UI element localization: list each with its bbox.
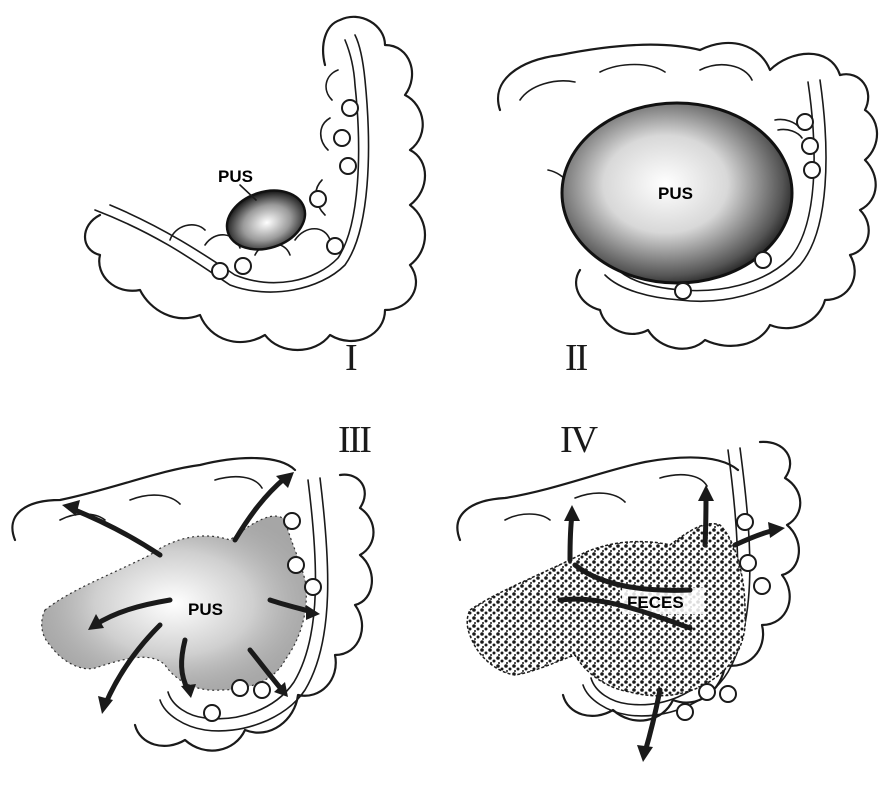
spread-arrow — [735, 530, 775, 545]
diverticulum — [675, 283, 691, 299]
stage-numeral-4: IV — [560, 419, 599, 461]
arrow-head — [637, 745, 653, 762]
spread-arrow — [70, 508, 160, 555]
stage-numeral-3: III — [338, 419, 371, 461]
diverticulum — [802, 138, 818, 154]
panel-stage-2: PUS II — [498, 43, 877, 379]
colon-lumen-line — [110, 40, 359, 283]
diverticulum — [212, 263, 228, 279]
diverticulum — [699, 684, 715, 700]
diverticulum — [677, 704, 693, 720]
diverticulum — [305, 579, 321, 595]
arrow-head — [768, 522, 785, 538]
colon-outer-wall — [85, 17, 425, 350]
pus-abscess-small — [219, 181, 312, 259]
diverticulum — [754, 578, 770, 594]
diverticulum — [204, 705, 220, 721]
diverticulum — [254, 682, 270, 698]
diverticulum — [797, 114, 813, 130]
pus-label-1: PUS — [218, 167, 253, 186]
diverticulum — [737, 514, 753, 530]
pus-label-2: PUS — [658, 184, 693, 203]
diverticulum — [288, 557, 304, 573]
arrow-head — [698, 485, 714, 501]
diverticulum — [340, 158, 356, 174]
pus-spread-region — [42, 516, 307, 690]
diverticulum — [232, 680, 248, 696]
bowel-loop-outline — [498, 43, 840, 110]
diverticulum — [342, 100, 358, 116]
diverticulum — [720, 686, 736, 702]
colon-inner-wall — [95, 35, 368, 292]
arrow-head — [98, 696, 113, 714]
panel-stage-1: PUS I — [85, 17, 425, 379]
diverticulum — [327, 238, 343, 254]
diverticulum — [804, 162, 820, 178]
spread-arrow — [570, 515, 572, 560]
bowel-loop-inner — [520, 65, 752, 101]
panel-stage-4: FECES IV — [457, 419, 800, 762]
bowel-loop-inner — [60, 477, 262, 520]
diverticulum — [334, 130, 350, 146]
bowel-loop-inner — [505, 475, 707, 520]
diverticulum — [755, 252, 771, 268]
panel-stage-3: PUS III — [12, 419, 373, 751]
diverticulum — [740, 555, 756, 571]
diverticulum — [310, 191, 326, 207]
stage-numeral-2: II — [565, 337, 588, 379]
arrow-head — [564, 505, 580, 521]
spread-arrow — [705, 495, 706, 545]
pus-label-3: PUS — [188, 600, 223, 619]
arrow-head — [181, 684, 196, 698]
diverticulum — [284, 513, 300, 529]
stage-numeral-1: I — [345, 337, 357, 379]
diverticulum — [235, 258, 251, 274]
